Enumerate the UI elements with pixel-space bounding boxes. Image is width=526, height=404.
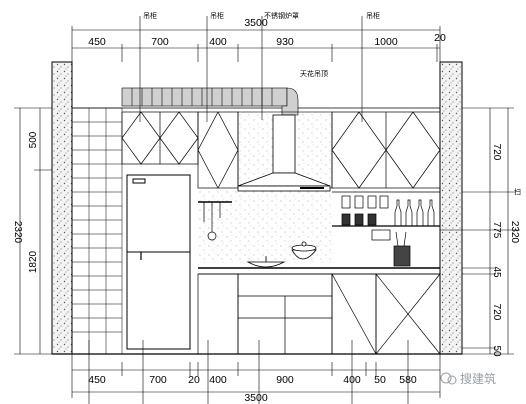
dim-right-1: 720 bbox=[491, 144, 502, 161]
base-cabinets bbox=[197, 273, 441, 355]
top-leaders bbox=[139, 16, 363, 122]
watermark-text: 搜建筑 bbox=[460, 371, 496, 386]
label-ceiling-note: 天花吊顶 bbox=[300, 69, 328, 78]
utensil-rack bbox=[198, 201, 232, 241]
label-wall-cabinet-1: 吊柜 bbox=[143, 11, 157, 20]
dim-bottom-6: 400 bbox=[343, 374, 361, 386]
right-wall-section bbox=[439, 61, 463, 355]
label-right-leader: 扫 bbox=[514, 187, 521, 196]
dim-bottom-5: 900 bbox=[276, 374, 294, 386]
dim-bottom-7: 50 bbox=[374, 374, 386, 386]
dim-top-4: 930 bbox=[276, 36, 294, 48]
left-wall-section bbox=[51, 61, 73, 355]
watermark-logo bbox=[440, 372, 457, 385]
dim-top-5: 1000 bbox=[374, 36, 398, 48]
dim-bottom-total: 3500 bbox=[244, 392, 268, 404]
dim-right-total: 2320 bbox=[509, 221, 520, 244]
range-hood bbox=[237, 114, 331, 192]
top-dimension-lines bbox=[71, 26, 441, 62]
left-dimension-lines bbox=[14, 107, 52, 355]
dim-bottom-2: 700 bbox=[149, 374, 167, 386]
outlet-and-knife-block bbox=[371, 229, 411, 267]
wall-tile-panel bbox=[71, 107, 123, 355]
dim-right-4: 720 bbox=[491, 304, 502, 321]
dim-left-outer: 2320 bbox=[12, 221, 23, 244]
exhaust-duct bbox=[121, 87, 299, 116]
dim-bottom-8: 580 bbox=[399, 374, 417, 386]
right-dimension-lines bbox=[440, 107, 520, 355]
dim-bottom-4: 400 bbox=[209, 374, 227, 386]
label-wall-cabinet-3: 吊柜 bbox=[366, 11, 380, 20]
refrigerator bbox=[126, 174, 191, 350]
cookware bbox=[246, 241, 317, 268]
dim-right-3: 45 bbox=[491, 266, 502, 278]
spice-shelf bbox=[332, 191, 440, 227]
dim-right-2: 775 bbox=[491, 222, 502, 239]
dim-right-5: 50 bbox=[491, 345, 502, 357]
upper-cabinet-left bbox=[121, 111, 199, 165]
dim-top-1: 450 bbox=[88, 36, 106, 48]
upper-cabinet-narrow bbox=[197, 111, 239, 189]
label-wall-cabinet-2: 吊柜 bbox=[210, 11, 224, 20]
dim-top-6: 20 bbox=[434, 32, 446, 44]
dim-left-upper: 500 bbox=[28, 131, 39, 148]
dim-top-2: 700 bbox=[151, 36, 169, 48]
label-range-hood: 不锈钢炉罩 bbox=[264, 11, 299, 20]
upper-cabinet-right bbox=[331, 111, 441, 189]
dim-bottom-3: 20 bbox=[188, 374, 200, 386]
dim-top-3: 400 bbox=[209, 36, 227, 48]
dim-left-inner: 1820 bbox=[28, 250, 39, 273]
bottom-dimension-lines bbox=[71, 340, 441, 404]
dim-bottom-1: 450 bbox=[88, 374, 106, 386]
